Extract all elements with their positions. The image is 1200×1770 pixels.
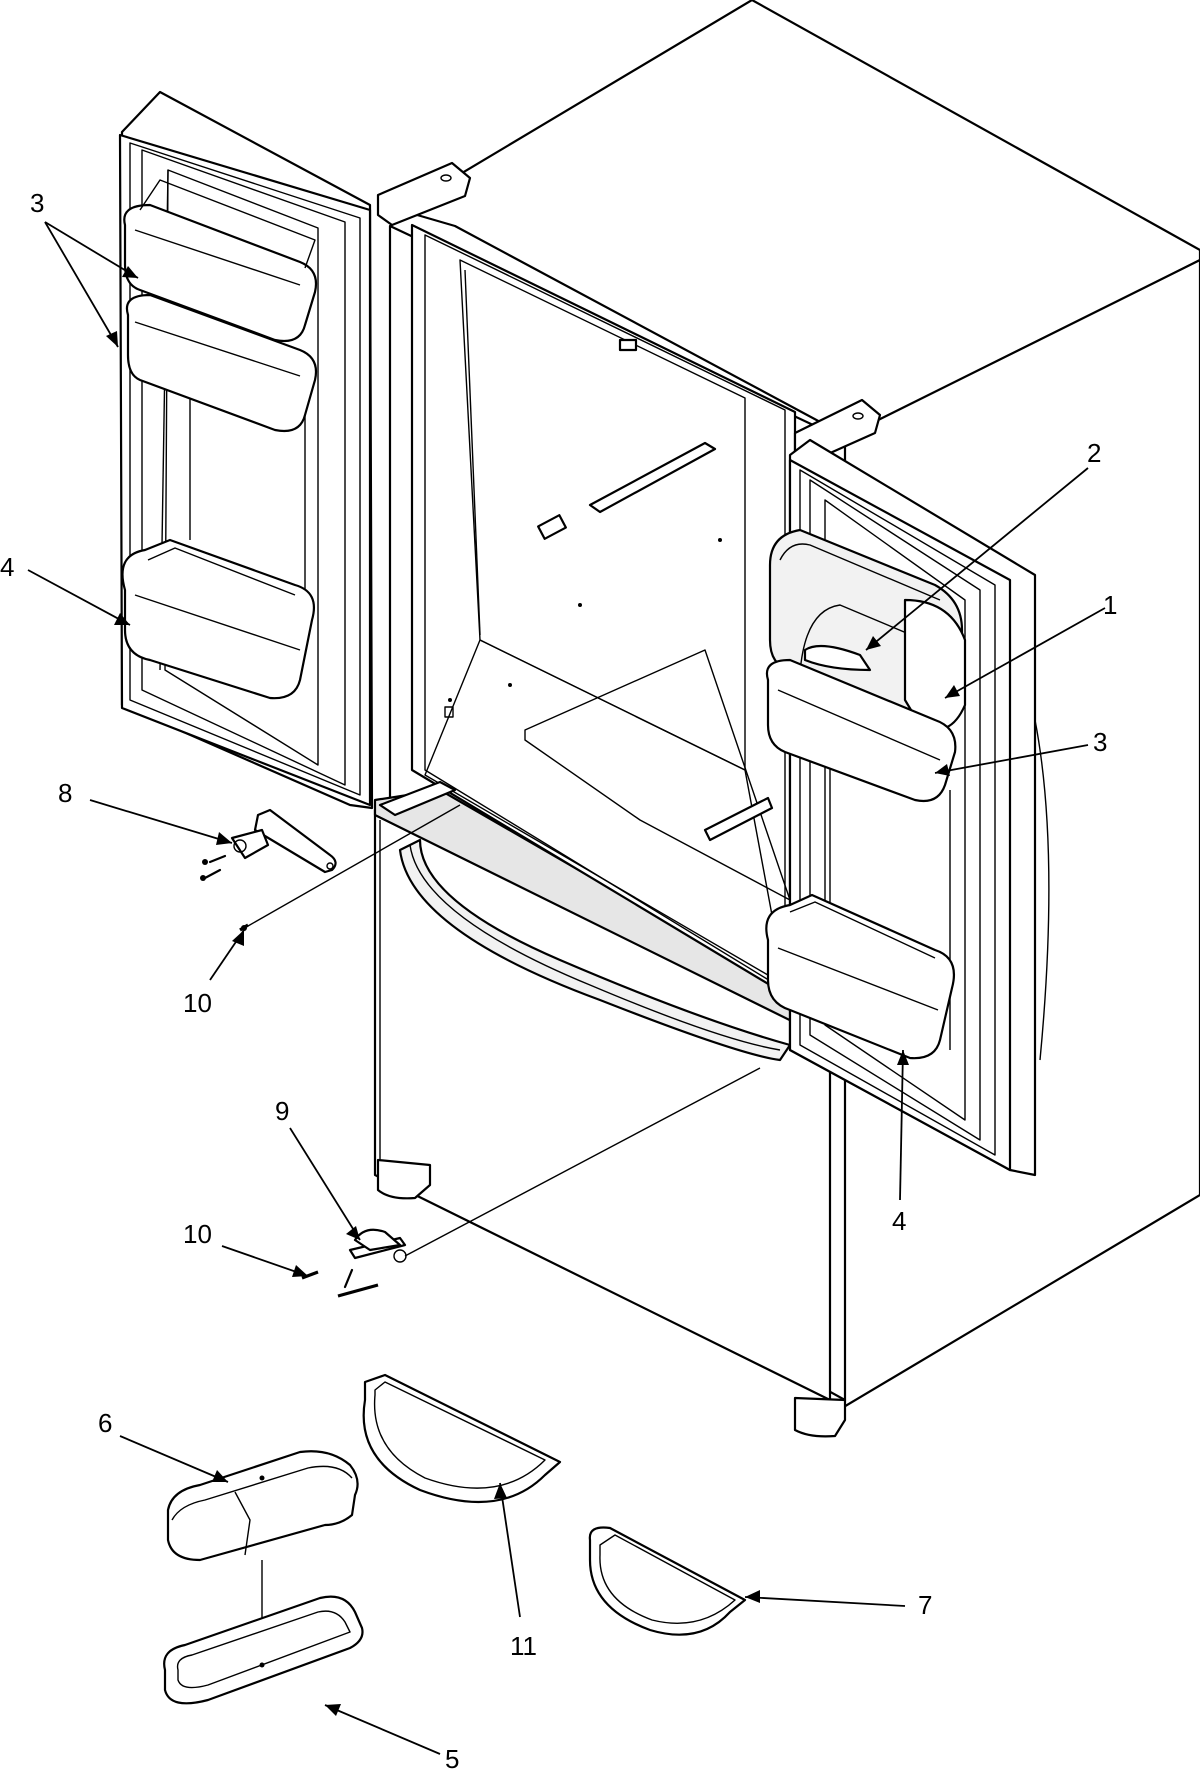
callout-2: 2 <box>1087 438 1101 468</box>
right-door <box>765 438 1050 1177</box>
callout-5: 5 <box>445 1744 459 1770</box>
right-door-bin-upper <box>765 658 957 803</box>
right-door-bin-lower <box>765 893 956 1060</box>
left-door <box>118 90 374 810</box>
callout-7: 7 <box>918 1590 932 1620</box>
crisper-cover-panel <box>362 1373 562 1504</box>
callout-1: 1 <box>1103 590 1117 620</box>
callout-labels: 3 4 8 10 2 1 3 4 9 10 6 11 7 5 <box>0 188 1117 1770</box>
lower-door-hinge <box>337 1228 407 1298</box>
dairy-bin-tray <box>163 1595 364 1705</box>
left-door-bin-lower <box>121 538 316 700</box>
callout-11: 11 <box>510 1631 537 1661</box>
door-hinge-bracket <box>200 808 337 881</box>
callout-10-upper: 10 <box>183 988 212 1018</box>
callout-4-right: 4 <box>892 1206 906 1236</box>
callout-4-left: 4 <box>0 552 14 582</box>
arrowheads <box>106 266 960 1716</box>
left-door-bin-upper-1 <box>123 179 318 343</box>
callout-3-right: 3 <box>1093 727 1107 757</box>
callout-9: 9 <box>275 1096 289 1126</box>
hinge-screw-lower <box>301 1270 319 1280</box>
hinge-screw-upper <box>239 923 249 932</box>
callout-3-left: 3 <box>30 188 44 218</box>
leader-lines <box>27 221 1106 1755</box>
left-door-bin-upper-2 <box>125 293 318 433</box>
dairy-door-cover <box>166 1450 359 1665</box>
callout-10-lower: 10 <box>183 1219 212 1249</box>
callout-8: 8 <box>58 778 72 808</box>
callout-6: 6 <box>98 1408 112 1438</box>
small-shelf-tray <box>588 1526 747 1636</box>
